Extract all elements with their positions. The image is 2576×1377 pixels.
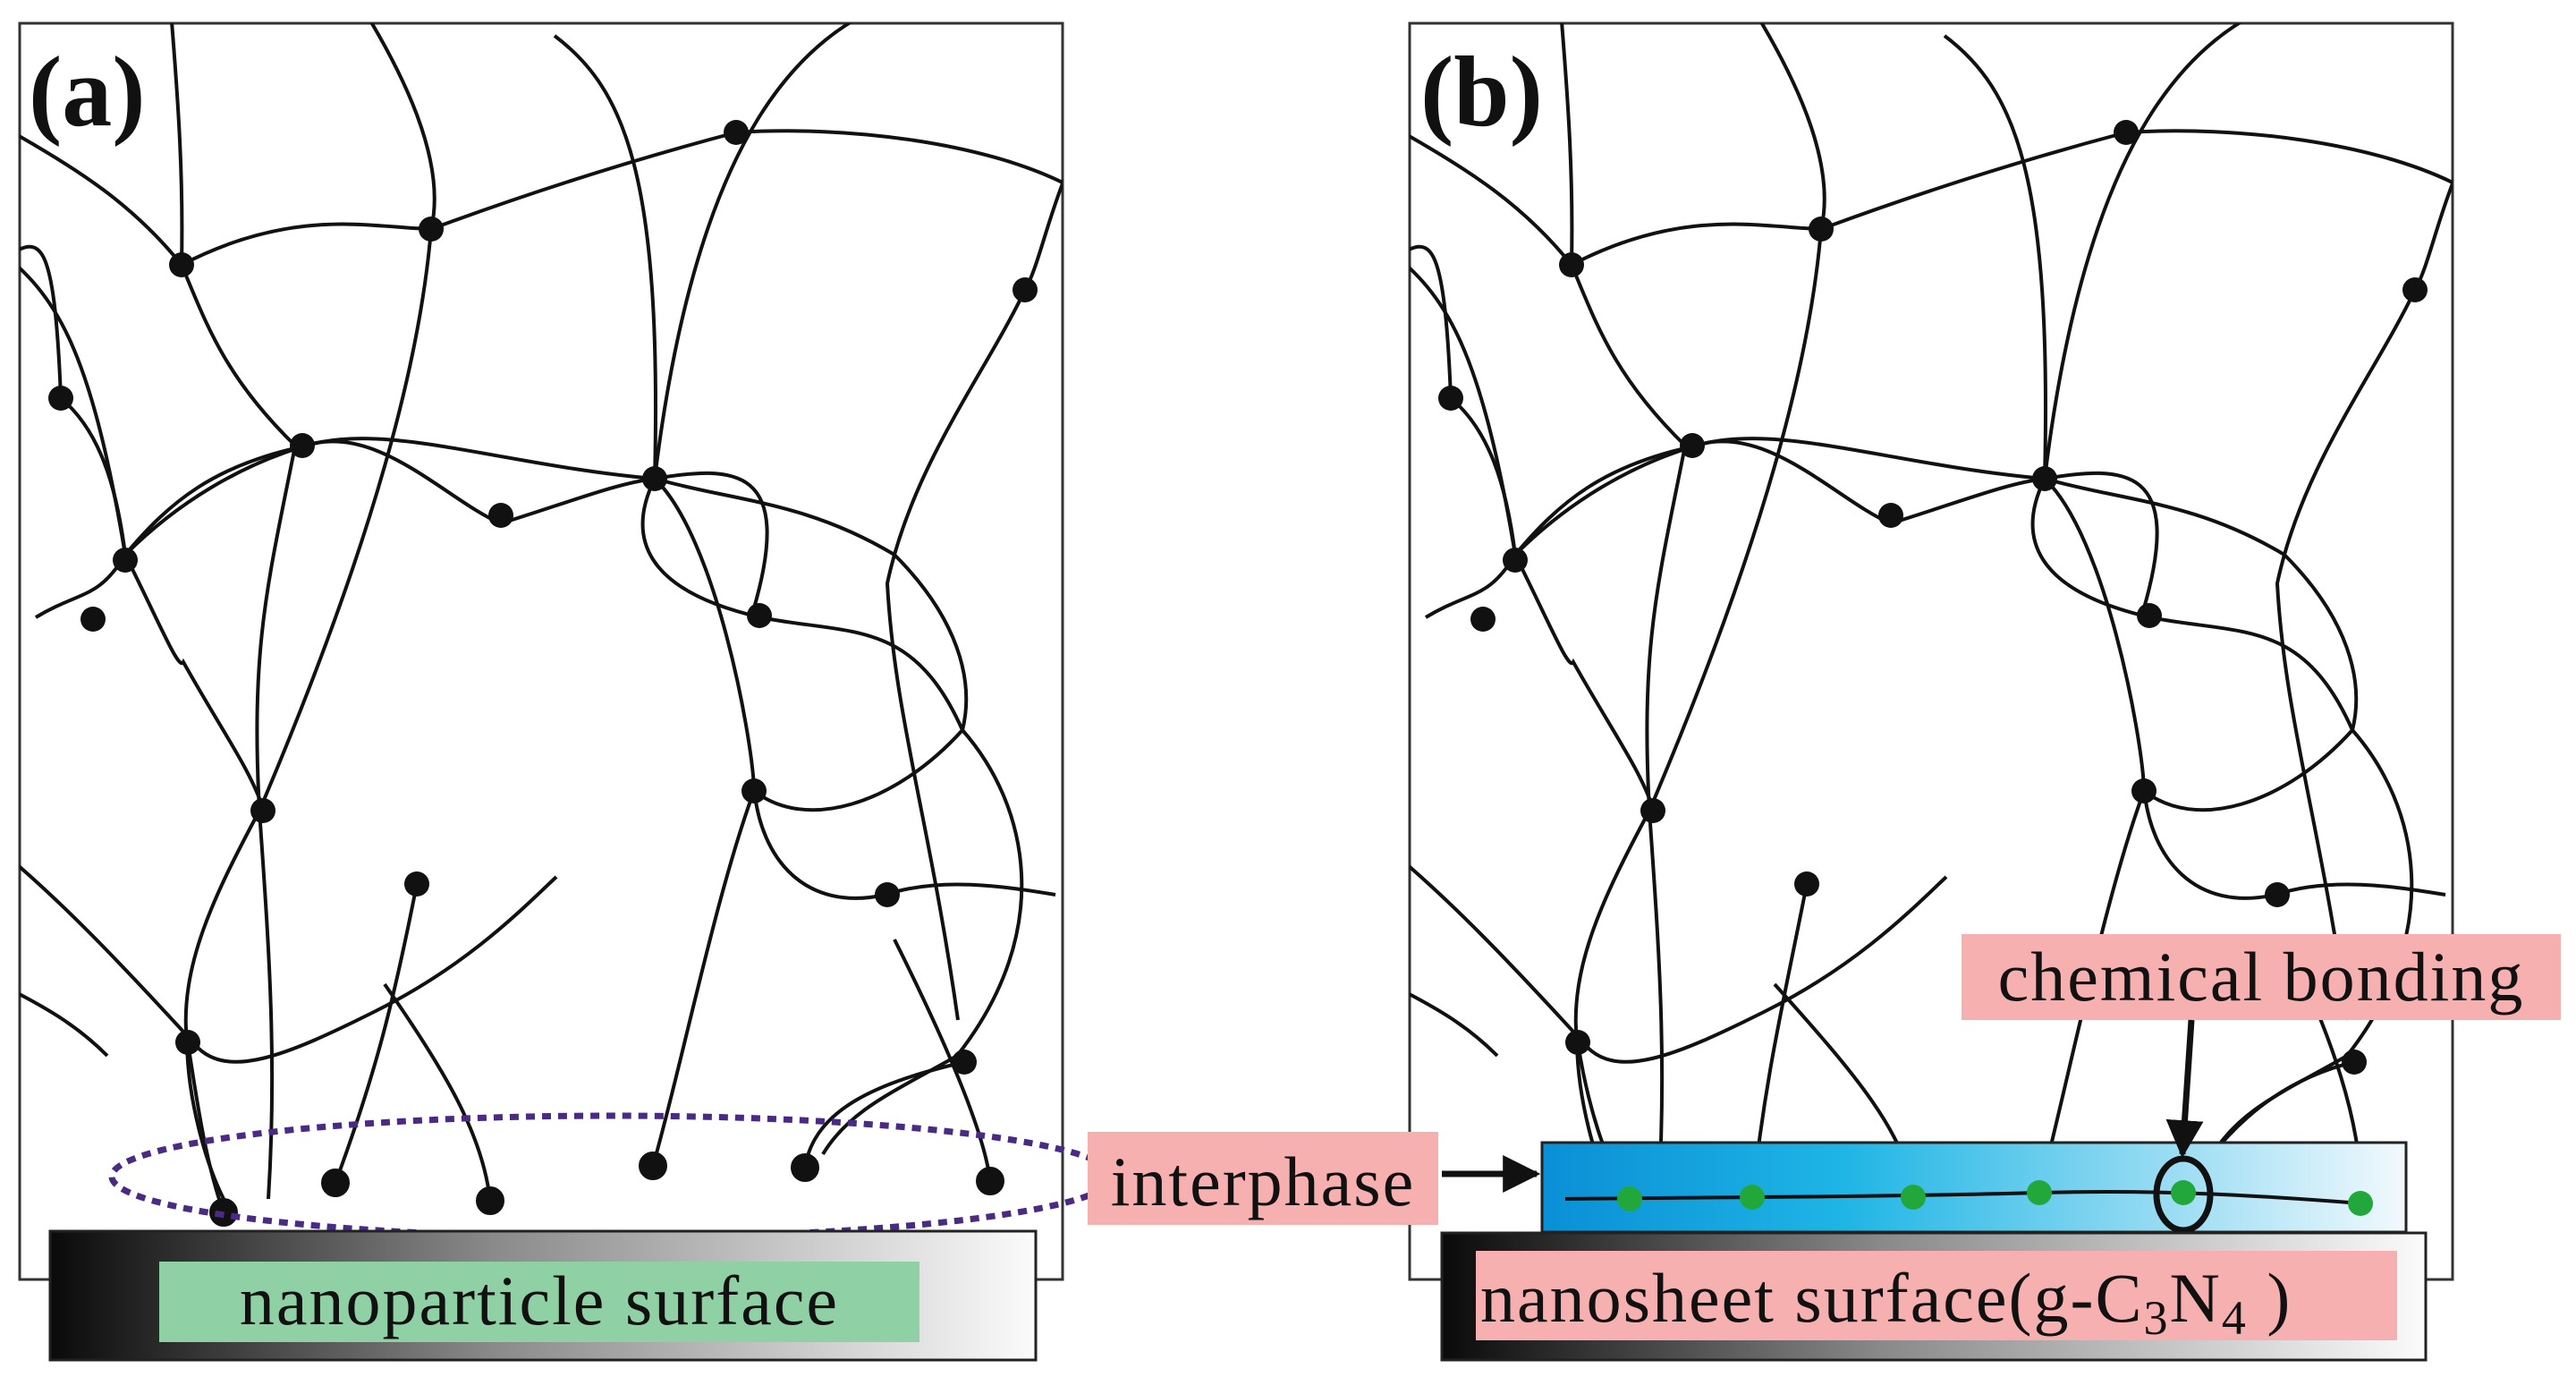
crosslink-node [1503, 548, 1528, 573]
chain-end [639, 1152, 667, 1180]
interphase-label: interphase [1111, 1143, 1416, 1220]
chain-end [976, 1167, 1004, 1195]
interphase-layer [1540, 1141, 2408, 1234]
crosslink-node [875, 882, 900, 907]
bonding-arrow [2165, 1019, 2204, 1159]
bond-node [1740, 1185, 1765, 1210]
crosslink-node [2032, 466, 2057, 491]
crosslink-node [1878, 503, 1903, 528]
bonding-label-bg [1962, 934, 2561, 1020]
crosslink-node [419, 217, 444, 242]
panel-b: nanosheet surface(g-C3N4 ) interphase ch… [1088, 21, 2561, 1362]
bond-node [2348, 1191, 2373, 1216]
chain-end [321, 1169, 350, 1197]
crosslink-node [1809, 217, 1834, 242]
nanoparticle-label-bg [159, 1262, 919, 1342]
nanosheet-label-bg [1476, 1251, 2397, 1340]
crosslink-node [1013, 277, 1038, 302]
panel-a-frame [18, 21, 1064, 1281]
crosslink-node [80, 607, 106, 632]
interphase-label-bg [1088, 1132, 1438, 1225]
crosslink-node [48, 386, 73, 411]
crosslink-node [1470, 607, 1496, 632]
crosslink-node [642, 466, 667, 491]
bonding-highlight-ring [2153, 1155, 2214, 1234]
bond-node [1901, 1185, 1926, 1210]
bond-node [2027, 1180, 2052, 1205]
crosslink-node [113, 548, 138, 573]
crosslink-node [1680, 433, 1705, 458]
crosslink-node [1438, 386, 1463, 411]
panel-b-bond-nodes [1617, 1180, 2373, 1216]
crosslink-node [724, 120, 749, 145]
crosslink-node [1640, 798, 1665, 823]
panel-b-frame [1408, 21, 2454, 1281]
panel-a-letter: (a) [29, 37, 146, 148]
bond-node [2171, 1180, 2196, 1205]
crosslink-node [488, 503, 513, 528]
panel-a: nanoparticle surface (a) [18, 21, 1117, 1362]
crosslink-node [169, 252, 194, 277]
chain-end [476, 1186, 504, 1215]
crosslink-node [290, 433, 315, 458]
crosslink-node [2137, 603, 2162, 628]
nanoparticle-surface-label: nanoparticle surface [240, 1262, 839, 1339]
panel-b-letter: (b) [1420, 37, 1543, 148]
panel-a-chain-ends [186, 790, 1004, 1227]
panel-b-crosslink-nodes [1438, 120, 2428, 1075]
nanosheet-surface-label: nanosheet surface(g-C3N4 ) [1480, 1259, 2292, 1345]
crosslink-node [747, 603, 772, 628]
crosslink-node [2114, 120, 2139, 145]
interphase-chain [1564, 1190, 2362, 1205]
chemical-bonding-label: chemical bonding [1998, 938, 2525, 1016]
crosslink-node [2265, 882, 2290, 907]
crosslink-node [2402, 277, 2428, 302]
bond-node [1617, 1186, 1642, 1211]
crosslink-node [250, 798, 275, 823]
chain-end [791, 1153, 819, 1182]
crosslink-node [1559, 252, 1584, 277]
